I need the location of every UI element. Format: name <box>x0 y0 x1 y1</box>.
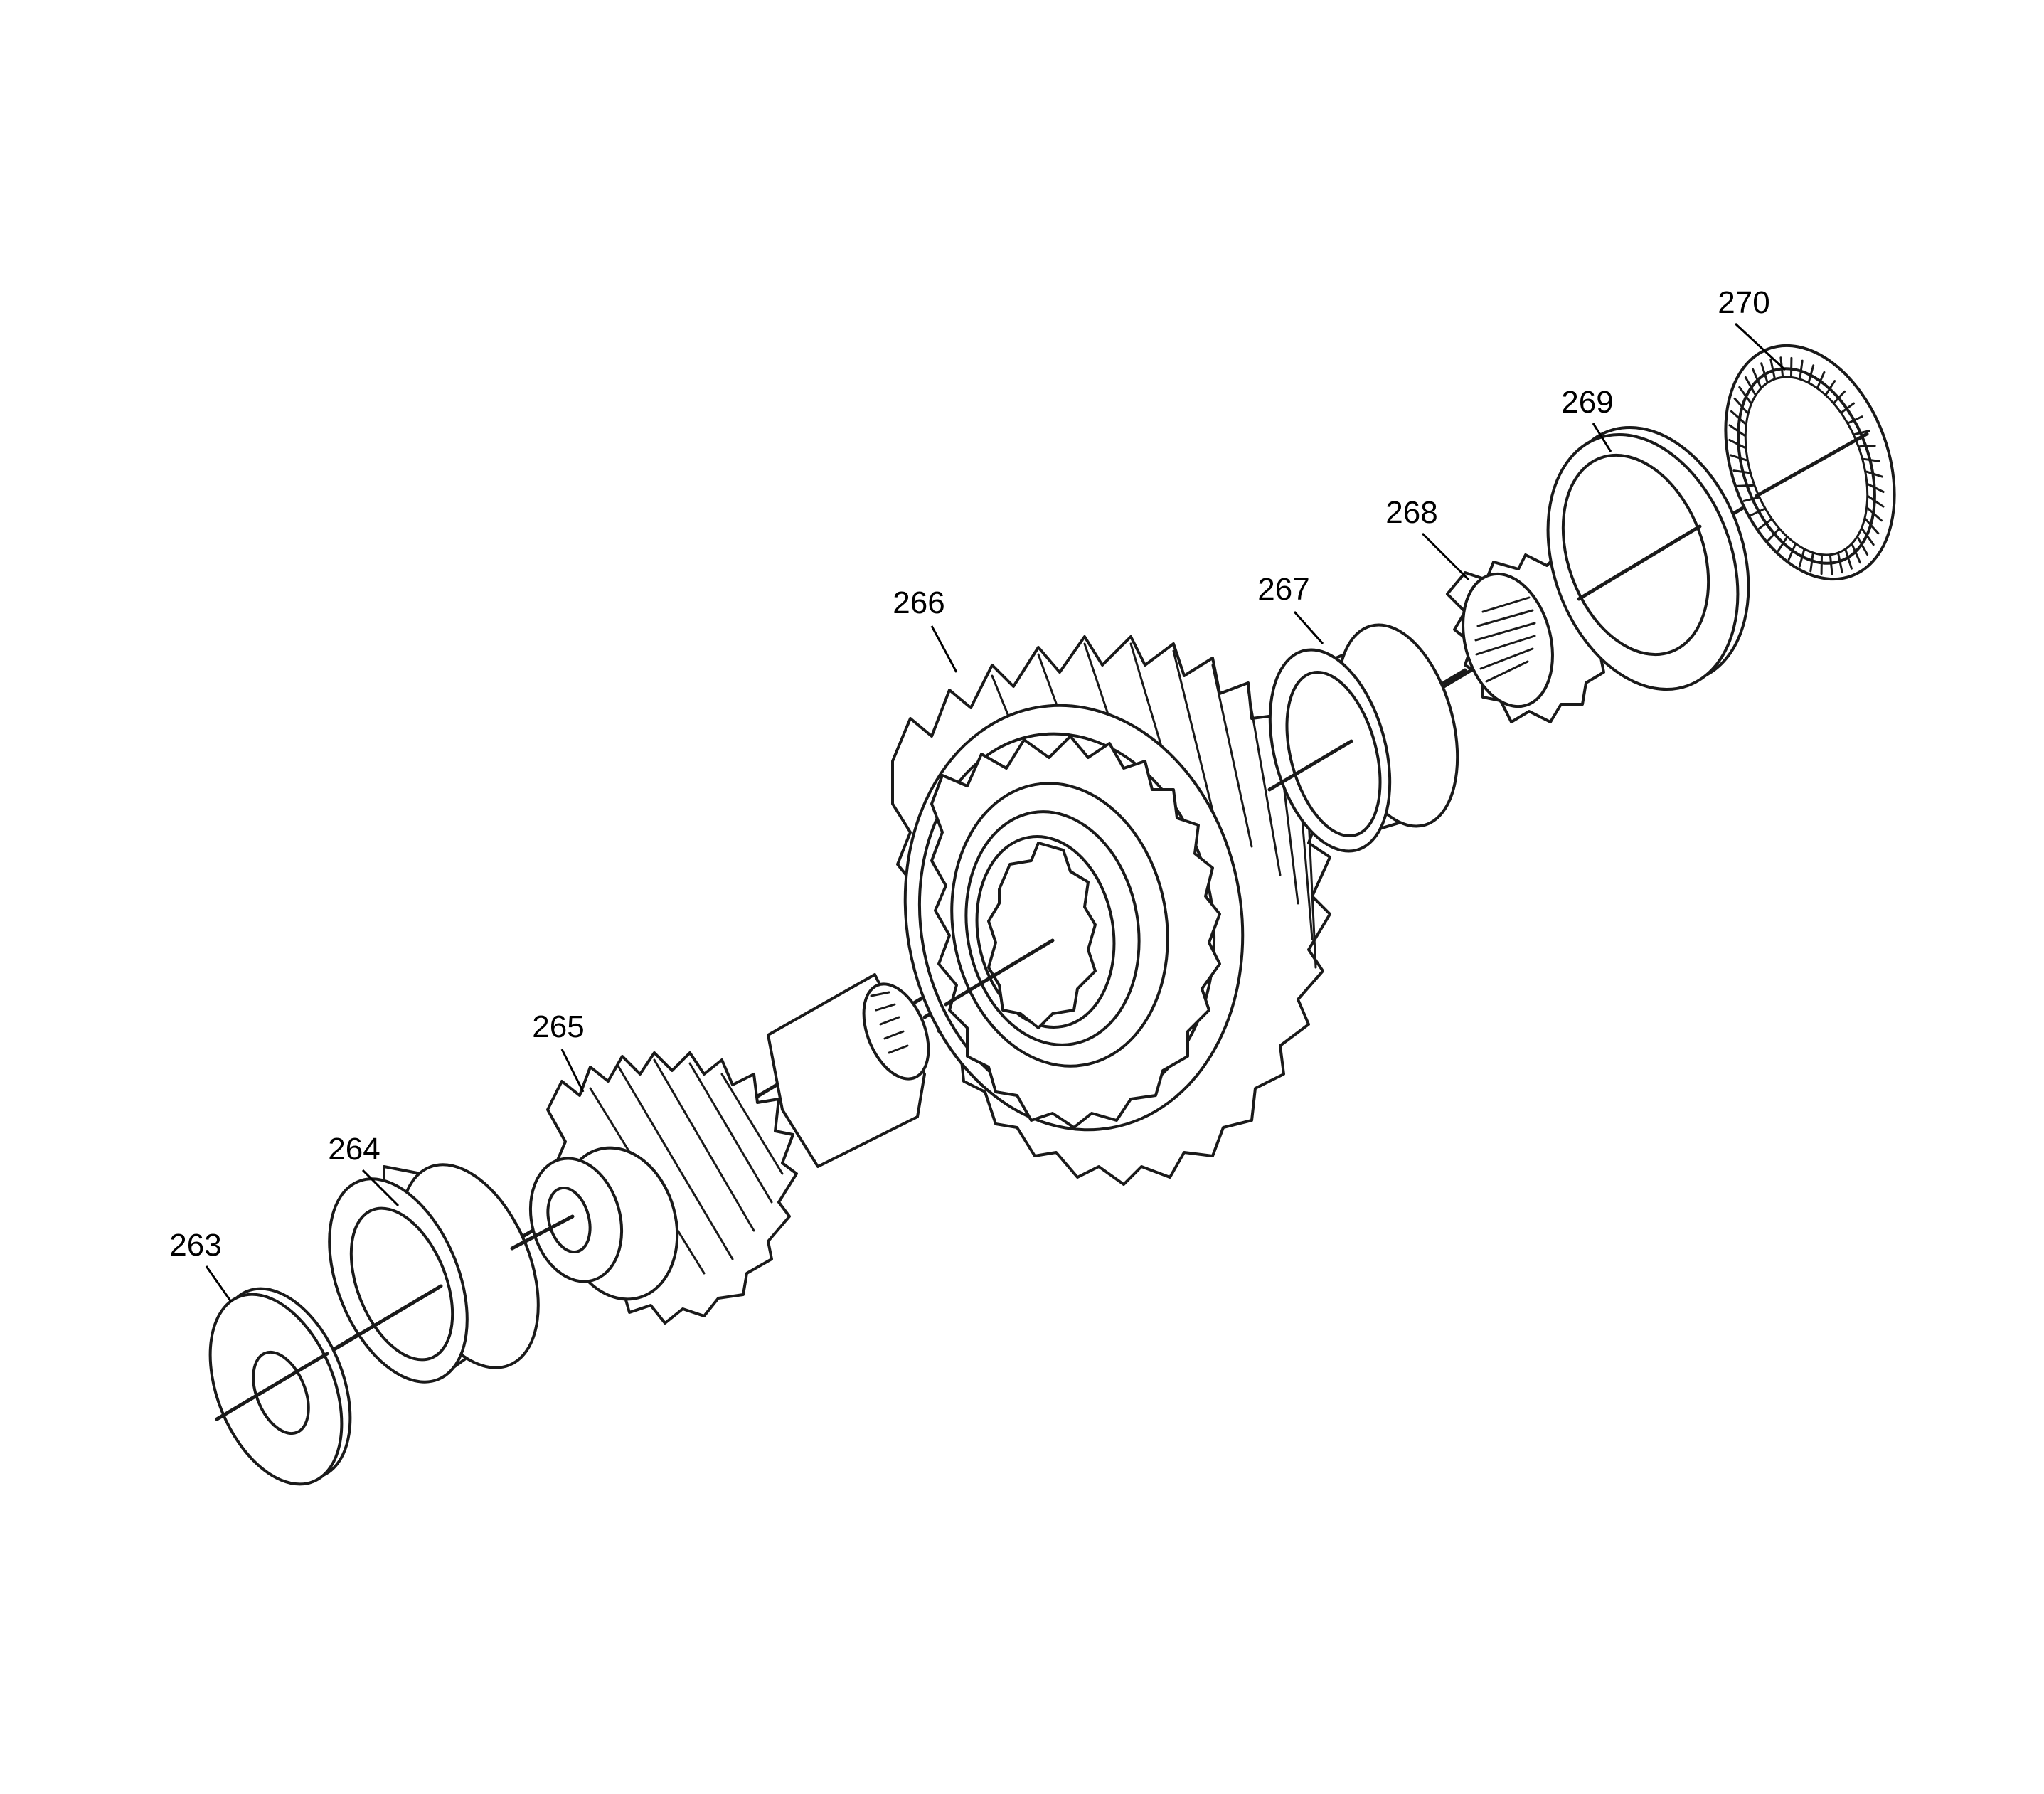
needle-roller <box>1728 424 1746 437</box>
leader-268 <box>1421 532 1470 581</box>
needle-roller <box>1866 506 1883 522</box>
needle-roller <box>1758 519 1772 530</box>
needle-roller <box>1750 508 1765 516</box>
needle-roller <box>1841 402 1855 413</box>
needle-roller <box>1730 454 1747 462</box>
leader-270 <box>1734 322 1787 371</box>
needle-roller <box>1844 548 1853 570</box>
callout-267: 267 <box>1257 572 1309 607</box>
needle-roller <box>1752 368 1762 389</box>
needle-roller <box>1861 527 1875 546</box>
part-265-cluster-gear <box>510 973 948 1325</box>
needle-roller <box>1767 528 1780 542</box>
needle-roller <box>1769 358 1776 381</box>
part-263-washer <box>208 1287 352 1486</box>
needle-roller <box>1856 536 1869 556</box>
callout-270: 270 <box>1718 285 1769 320</box>
needle-roller <box>1744 376 1757 396</box>
needle-roller <box>1865 470 1883 478</box>
needle-roller <box>1728 439 1746 449</box>
needle-roller <box>1798 548 1806 568</box>
part-269-race <box>1546 425 1750 691</box>
needle-roller <box>1867 483 1885 493</box>
needle-roller <box>1851 543 1861 564</box>
leader-263 <box>205 1265 233 1302</box>
needle-roller <box>1809 552 1814 573</box>
needle-roller <box>1829 553 1833 575</box>
needle-roller <box>1816 371 1826 389</box>
needle-roller <box>1733 397 1749 415</box>
leader-266 <box>930 625 958 673</box>
leader-267 <box>1293 611 1324 644</box>
callout-268: 268 <box>1385 495 1437 530</box>
callouts: 263 264 265 266 267 268 269 270 <box>169 285 1787 1302</box>
needle-roller <box>1833 390 1846 404</box>
needle-roller <box>1760 362 1769 384</box>
callout-269: 269 <box>1561 385 1613 420</box>
needle-roller <box>1837 551 1843 574</box>
needle-roller <box>1858 445 1876 448</box>
needle-roller <box>1732 469 1750 474</box>
part-267-sleeve <box>1267 623 1459 853</box>
part-270-needle-bearing <box>1724 344 1896 581</box>
callout-264: 264 <box>328 1132 380 1167</box>
needle-roller <box>1799 359 1804 380</box>
leader-264 <box>361 1169 400 1207</box>
needle-roller <box>1787 543 1797 561</box>
needle-roller <box>1730 410 1747 425</box>
callout-263: 263 <box>169 1228 221 1263</box>
needle-roller <box>1737 484 1755 487</box>
callout-266: 266 <box>893 585 944 620</box>
needle-roller <box>1807 364 1815 383</box>
needle-roller <box>1867 495 1885 508</box>
needle-roller <box>1825 380 1836 396</box>
leader-269 <box>1592 423 1612 452</box>
needle-roller <box>1864 517 1880 535</box>
part-264-bearing <box>328 1163 540 1384</box>
part-266-large-gear <box>891 635 1331 1186</box>
needle-roller <box>1853 430 1870 435</box>
needle-roller <box>1777 536 1788 552</box>
needle-roller <box>1738 386 1752 405</box>
callout-265: 265 <box>532 1009 584 1044</box>
needle-roller <box>1848 415 1863 424</box>
needle-roller <box>1863 457 1880 462</box>
needle-roller <box>1742 497 1760 502</box>
leader-265 <box>560 1049 585 1093</box>
